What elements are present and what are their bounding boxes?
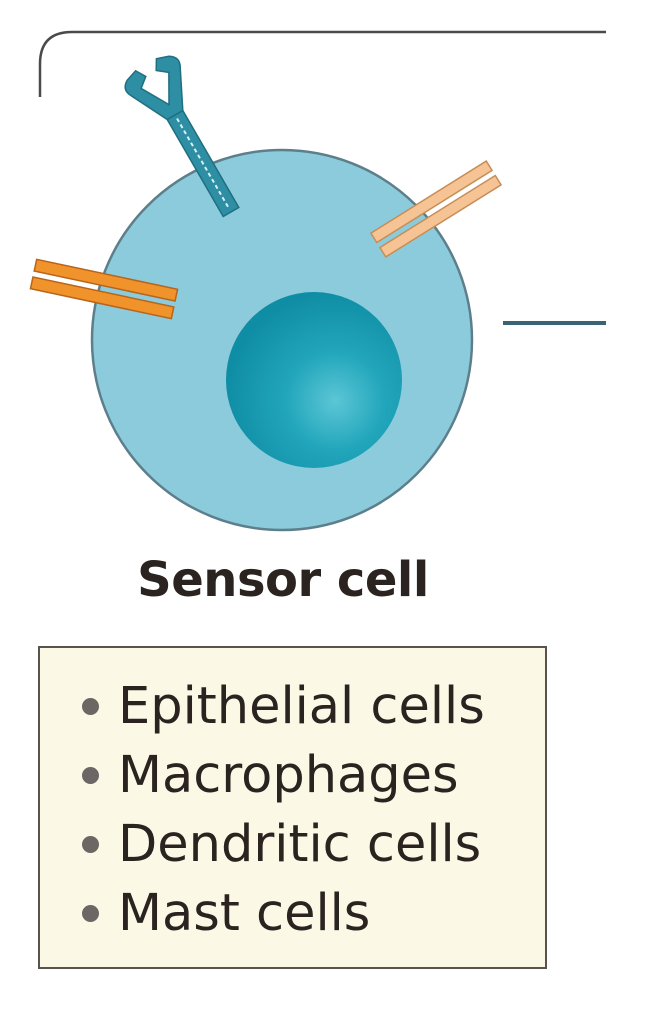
sensor-cell-title: Sensor cell bbox=[137, 552, 429, 608]
list-item-label: Mast cells bbox=[118, 884, 371, 943]
bullet-icon bbox=[82, 698, 99, 715]
cell-types-box: Epithelial cells Macrophages Dendritic c… bbox=[38, 646, 547, 969]
frame-border bbox=[38, 30, 606, 97]
cell-types-list: Epithelial cells Macrophages Dendritic c… bbox=[82, 672, 545, 948]
list-item-label: Macrophages bbox=[118, 746, 459, 805]
list-item: Macrophages bbox=[82, 741, 545, 810]
list-item: Epithelial cells bbox=[82, 672, 545, 741]
cell-nucleus bbox=[226, 292, 402, 468]
bullet-icon bbox=[82, 836, 99, 853]
sensor-cell-diagram bbox=[29, 30, 606, 532]
teal-receptor-icon bbox=[124, 55, 240, 218]
list-item-label: Dendritic cells bbox=[118, 815, 482, 874]
list-item-label: Epithelial cells bbox=[118, 677, 485, 736]
bullet-icon bbox=[82, 767, 99, 784]
bullet-icon bbox=[82, 905, 99, 922]
list-item: Mast cells bbox=[82, 879, 545, 948]
peach-receptor-icon bbox=[369, 160, 503, 258]
list-item: Dendritic cells bbox=[82, 810, 545, 879]
orange-receptor-icon bbox=[29, 258, 179, 320]
